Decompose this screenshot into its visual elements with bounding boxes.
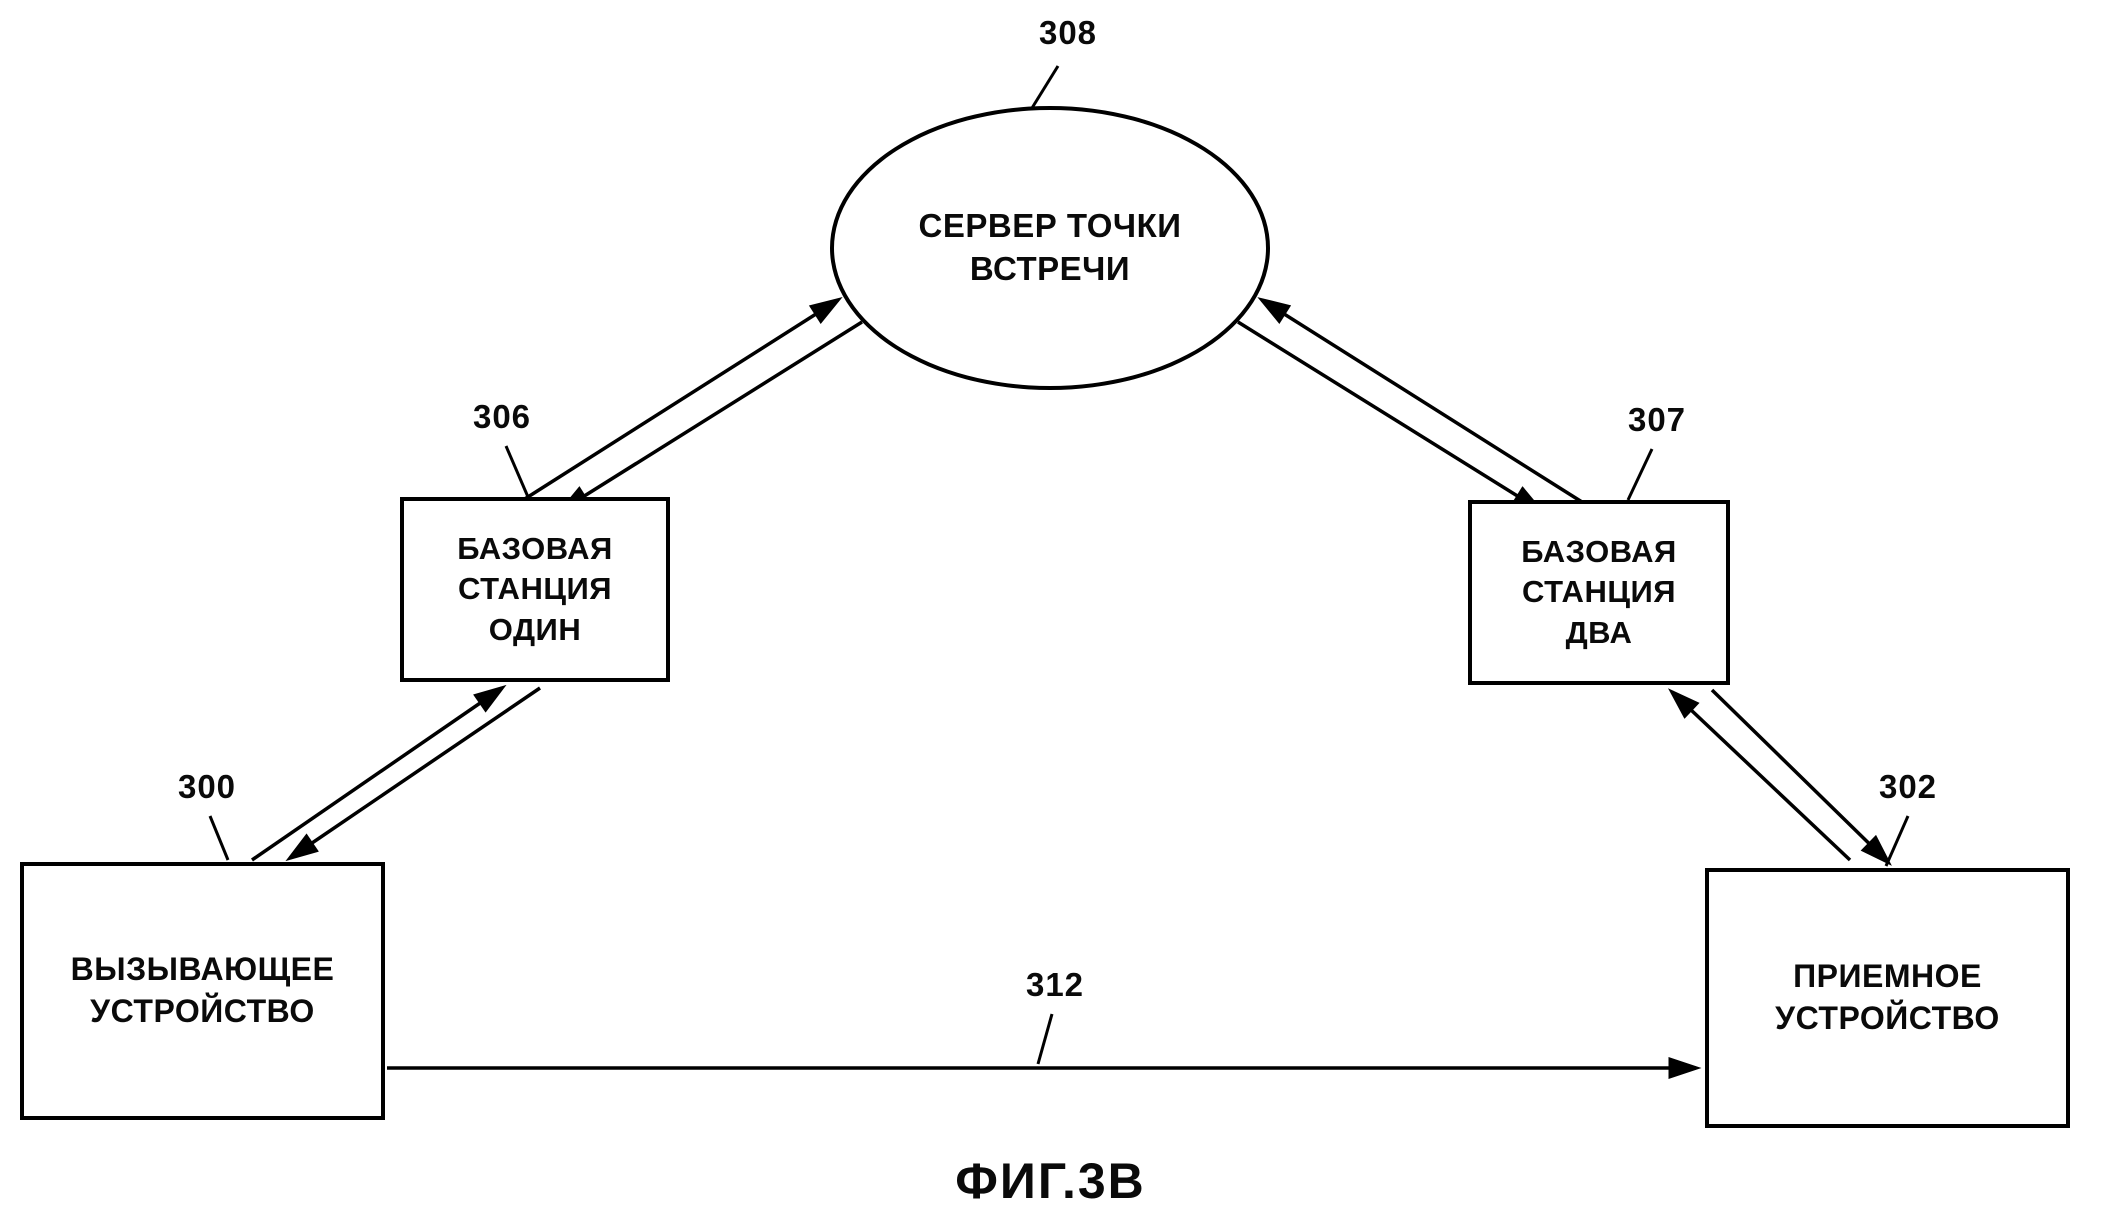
ref-300-leader — [208, 815, 230, 861]
arrow-server-to-station-two — [1237, 320, 1545, 513]
ref-302-leader — [1884, 815, 1910, 867]
ref-label-306: 306 — [472, 398, 532, 435]
ref-label-300: 300 — [177, 768, 237, 805]
arrow-server-to-station-one — [557, 320, 863, 513]
node-base-station-two-label: БАЗОВАЯ СТАНЦИЯ ДВА — [1521, 534, 1677, 650]
node-receiving-device: ПРИЕМНОЕ УСТРОЙСТВО — [1705, 868, 2070, 1128]
arrow-station-one-to-server — [519, 297, 843, 504]
arrow-receiving-to-station-two — [1668, 688, 1852, 862]
ref-label-308: 308 — [1038, 14, 1098, 51]
node-server-label: СЕРВЕР ТОЧКИ ВСТРЕЧИ — [918, 207, 1182, 287]
ref-306-leader — [504, 445, 530, 498]
ref-307-leader — [1626, 448, 1654, 501]
node-base-station-one: БАЗОВАЯ СТАНЦИЯ ОДИН — [400, 497, 670, 682]
node-base-station-two: БАЗОВАЯ СТАНЦИЯ ДВА — [1468, 500, 1730, 685]
ref-308-leader — [1030, 65, 1060, 109]
arrow-calling-to-station-one — [251, 684, 507, 862]
node-base-station-one-label: БАЗОВАЯ СТАНЦИЯ ОДИН — [457, 531, 613, 647]
figure-caption: ФИГ.3В — [955, 1153, 1146, 1209]
node-receiving-device-label: ПРИЕМНОЕ УСТРОЙСТВО — [1775, 958, 2000, 1036]
arrow-station-two-to-receiving — [1710, 688, 1892, 866]
node-calling-device-label: ВЫЗЫВАЮЩЕЕ УСТРОЙСТВО — [70, 951, 335, 1029]
ref-312-leader — [1036, 1013, 1054, 1065]
ref-label-302: 302 — [1878, 768, 1938, 805]
ref-label-312: 312 — [1025, 966, 1085, 1003]
node-server: СЕРВЕР ТОЧКИ ВСТРЕЧИ — [830, 106, 1270, 390]
ref-label-307: 307 — [1627, 401, 1687, 438]
node-calling-device: ВЫЗЫВАЮЩЕЕ УСТРОЙСТВО — [20, 862, 385, 1120]
arrow-station-two-to-server — [1257, 297, 1583, 504]
arrow-station-one-to-calling — [285, 686, 541, 862]
